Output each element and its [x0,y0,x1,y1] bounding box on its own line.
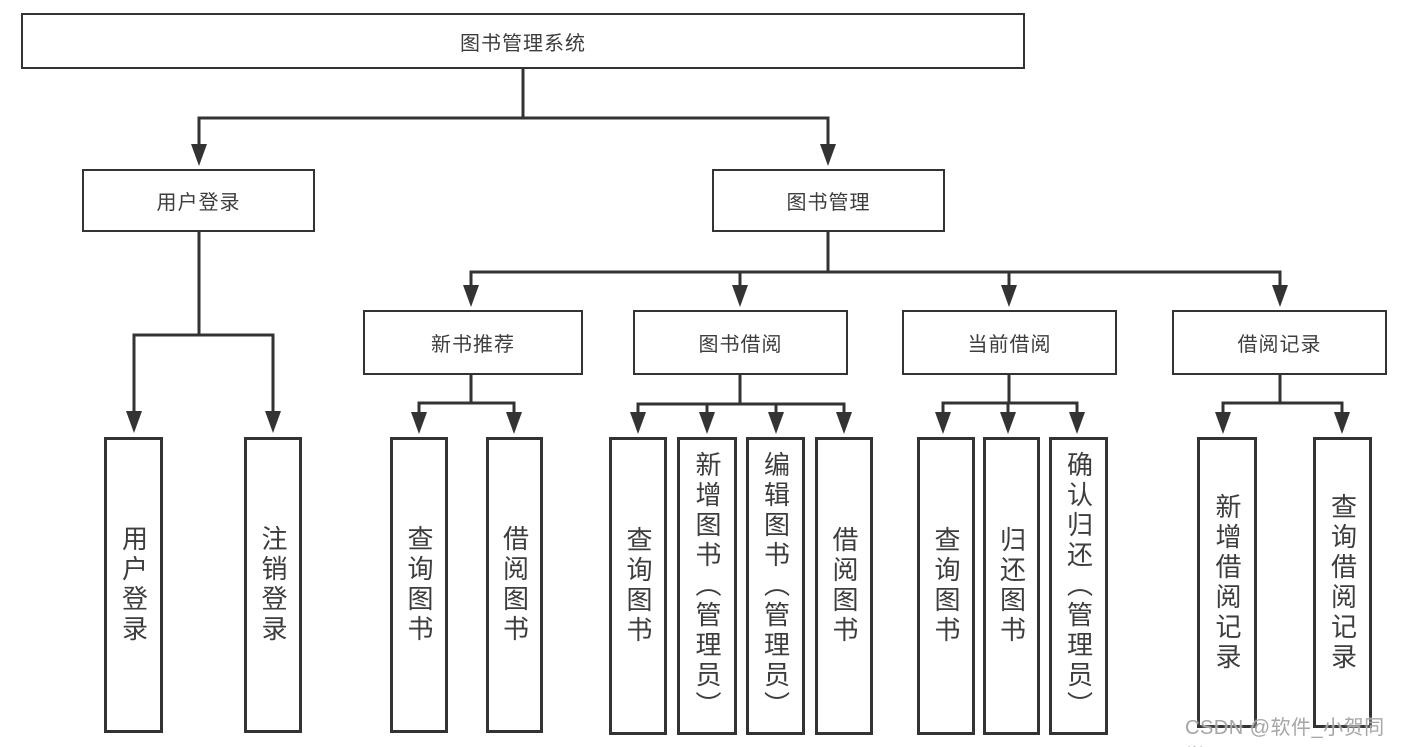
leaf-borrow-books-recommend: 借阅图书 [486,437,543,733]
leaf-add-book-admin: 新增图书（管理员） [677,437,737,735]
node-label: 借阅记录 [1237,334,1322,356]
node-current-borrowing: 当前借阅 [902,310,1117,375]
leaf-return-books: 归还图书 [983,437,1040,735]
leaf-label: 注销登录 [258,525,288,645]
leaf-query-books-recommend: 查询图书 [390,437,448,733]
leaf-label: 借阅图书 [499,525,530,645]
leaf-label: 编辑图书（管理员） [760,451,791,721]
node-label: 当前借阅 [967,334,1052,356]
leaf-confirm-return-admin: 确认归还（管理员） [1049,437,1108,735]
leaf-add-borrow-record: 新增借阅记录 [1197,437,1257,728]
node-label: 图书管理 [786,192,871,214]
node-new-book-recommendation: 新书推荐 [363,310,583,375]
watermark: CSDN @软件_小贺同学 [1185,717,1385,747]
leaf-label: 新增借阅记录 [1212,492,1242,673]
leaf-logout: 注销登录 [244,437,302,733]
node-label: 图书借阅 [698,334,783,356]
node-label: 用户登录 [156,192,241,214]
node-user-login: 用户登录 [82,169,315,232]
node-library-management-system: 图书管理系统 [21,13,1025,69]
node-label: 图书管理系统 [460,32,586,55]
arrowheads [126,144,1350,434]
leaf-edit-book-admin: 编辑图书（管理员） [746,437,805,735]
leaf-label: 用户登录 [118,525,149,645]
node-book-borrowing: 图书借阅 [633,310,848,375]
leaf-label: 新增图书（管理员） [692,451,722,721]
leaf-query-books-borrowing: 查询图书 [609,437,667,735]
leaf-label: 借阅图书 [829,526,859,646]
leaf-label: 查询图书 [931,526,961,646]
leaf-label: 查询图书 [623,526,653,646]
leaf-query-borrow-record: 查询借阅记录 [1313,437,1372,728]
leaf-label: 确认归还（管理员） [1063,451,1094,721]
leaf-query-books-current: 查询图书 [917,437,975,735]
leaf-label: 查询图书 [404,525,434,645]
node-label: 新书推荐 [431,334,515,356]
leaf-user-login: 用户登录 [104,437,163,733]
leaf-borrow-books-borrowing: 借阅图书 [815,437,873,735]
node-borrowing-records: 借阅记录 [1172,310,1387,375]
leaf-label: 归还图书 [996,526,1027,646]
leaf-label: 查询借阅记录 [1327,492,1358,673]
node-book-management: 图书管理 [712,169,945,232]
